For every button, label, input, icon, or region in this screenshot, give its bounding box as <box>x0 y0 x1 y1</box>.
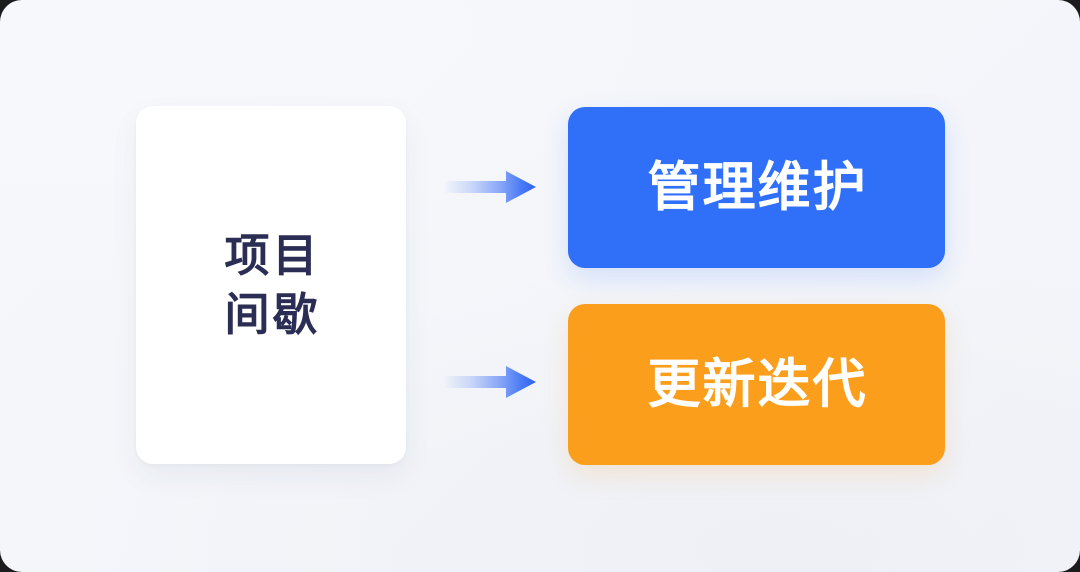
target-card-iteration-label: 更新迭代 <box>647 355 868 414</box>
arrow-right-icon-top <box>443 166 538 208</box>
source-card[interactable]: 项目 间歇 <box>136 106 406 464</box>
target-card-iteration[interactable]: 更新迭代 <box>568 304 945 465</box>
arrow-right-icon-bottom <box>443 361 538 403</box>
target-card-management[interactable]: 管理维护 <box>568 107 945 268</box>
source-card-line-2: 间歇 <box>224 289 321 340</box>
target-card-management-label: 管理维护 <box>647 158 868 217</box>
source-card-line-1: 项目 <box>224 229 321 281</box>
